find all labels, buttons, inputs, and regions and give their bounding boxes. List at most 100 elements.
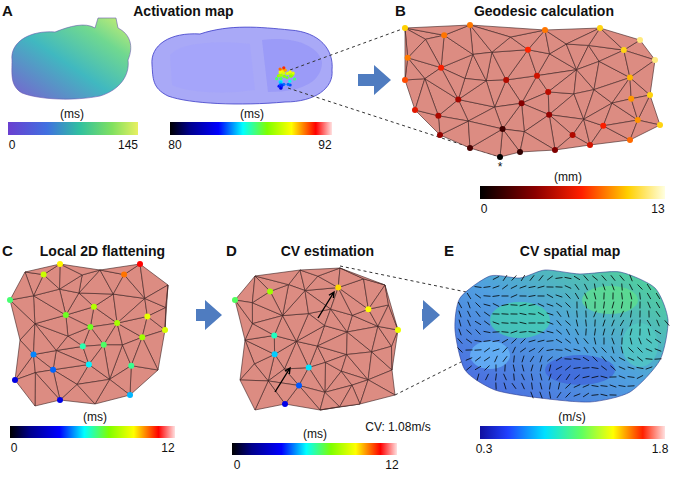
cv-vector: [628, 348, 633, 353]
cv-vector: [630, 293, 632, 300]
mesh-triangle: [405, 28, 425, 58]
cv-vector: [558, 383, 559, 390]
cv-vector: [503, 347, 508, 352]
cv-vector: [538, 312, 544, 315]
mesh-vertex-dot: [627, 75, 633, 81]
cv-vector: [540, 392, 542, 399]
mesh-vertex-dot: [500, 126, 506, 132]
cv-map: [455, 270, 669, 402]
cv-vector: [458, 302, 461, 308]
cv-vector: [495, 356, 498, 362]
colorbar-label: (ms): [83, 410, 107, 424]
mesh-triangle: [405, 28, 408, 80]
cv-vector: [538, 322, 545, 323]
cv-vector: [547, 331, 554, 333]
mesh-vertex-dot: [467, 22, 473, 28]
mesh-triangle: [415, 79, 438, 116]
cv-vector: [594, 338, 596, 345]
cv-vector: [574, 375, 579, 379]
cv-vector: [585, 329, 586, 336]
colorbar-label: (ms): [60, 107, 84, 121]
cv-vector: [539, 275, 543, 280]
heart-chamber: [262, 39, 322, 92]
process-arrow: [196, 300, 222, 330]
colorbar-label: (m/s): [558, 410, 585, 424]
cv-vector: [630, 302, 632, 309]
cv-vector: [520, 304, 527, 306]
cv-vector: [530, 356, 534, 362]
mesh-vertex-dot: [437, 132, 443, 138]
cv-vector: [665, 320, 670, 325]
mesh-triangle: [77, 379, 110, 404]
cv-vector: [521, 339, 526, 344]
cv-vector: [502, 285, 508, 289]
cv-vector: [630, 329, 632, 336]
mesh-vertex-dot: [271, 332, 277, 338]
cv-vector: [549, 374, 551, 381]
cv-vector: [602, 275, 607, 280]
sample-dot: [282, 66, 285, 69]
cv-vector: [547, 322, 554, 325]
mesh-triangle: [34, 324, 57, 355]
cv-vector: [556, 339, 562, 343]
cv-vector: [647, 293, 650, 299]
heart-outline: [152, 27, 332, 104]
cv-vector: [638, 285, 643, 290]
cv-vector: [557, 320, 562, 325]
mesh-triangle: [165, 285, 168, 330]
mesh-triangle: [255, 270, 300, 285]
panel-title: Local 2D flattening: [13, 243, 192, 259]
mesh-vertex-dot: [627, 137, 633, 143]
colorbar-label: 0: [11, 441, 18, 455]
cv-vector: [275, 368, 290, 392]
colorbar-label: CV: 1.08m/s: [365, 420, 431, 434]
cv-vector: [493, 313, 500, 314]
mesh-vertex-dot: [144, 313, 150, 319]
colorbar-label: (ms): [303, 427, 327, 441]
cv-vector: [502, 322, 509, 324]
cv-vector: [475, 349, 482, 350]
cv-vector: [549, 392, 550, 399]
mesh-vertex-dot: [534, 73, 540, 79]
sample-dot: [275, 77, 278, 80]
mesh-triangle: [520, 132, 555, 152]
cv-vector: [639, 338, 642, 345]
cv-vector: [556, 330, 561, 334]
cv-vector: [628, 358, 634, 361]
panel-letter: C: [2, 242, 13, 259]
colorbar-label: 145: [118, 138, 138, 152]
cv-vector: [655, 358, 662, 359]
cv-vector: [475, 321, 481, 325]
cv-vector: [583, 385, 589, 388]
cv-vector: [485, 374, 488, 380]
mesh-triangle: [470, 25, 510, 52]
heart-surface: [12, 18, 131, 99]
cv-vector: [493, 303, 499, 306]
cv-vector: [630, 320, 632, 327]
cv-vector: [575, 284, 579, 290]
cv-vector: [476, 311, 480, 317]
mesh-vertex-dot: [7, 297, 13, 303]
velocity-region: [490, 302, 550, 338]
cv-vector: [593, 347, 597, 353]
cv-vector: [540, 365, 542, 372]
cv-vector: [547, 349, 554, 350]
cv-vector: [459, 329, 461, 336]
heart-surface: [455, 270, 668, 402]
cv-vector: [495, 383, 496, 390]
mesh-vertex-dot: [127, 392, 133, 398]
velocity-region: [470, 341, 510, 369]
cv-vector: [476, 329, 481, 334]
mesh-vertex-dot: [600, 123, 606, 129]
cv-vector: [656, 311, 660, 317]
cv-vector: [621, 329, 623, 336]
cv-vector: [522, 374, 525, 380]
cv-vector: [592, 394, 599, 396]
cv-vector: [538, 340, 545, 342]
cv-vector: [601, 376, 608, 378]
mesh-vertex-dot: [57, 261, 63, 267]
panel-title: CV estimation: [237, 243, 418, 259]
cv-vector: [520, 313, 527, 314]
cv-vector: [475, 357, 481, 361]
mesh-triangle: [372, 346, 392, 370]
